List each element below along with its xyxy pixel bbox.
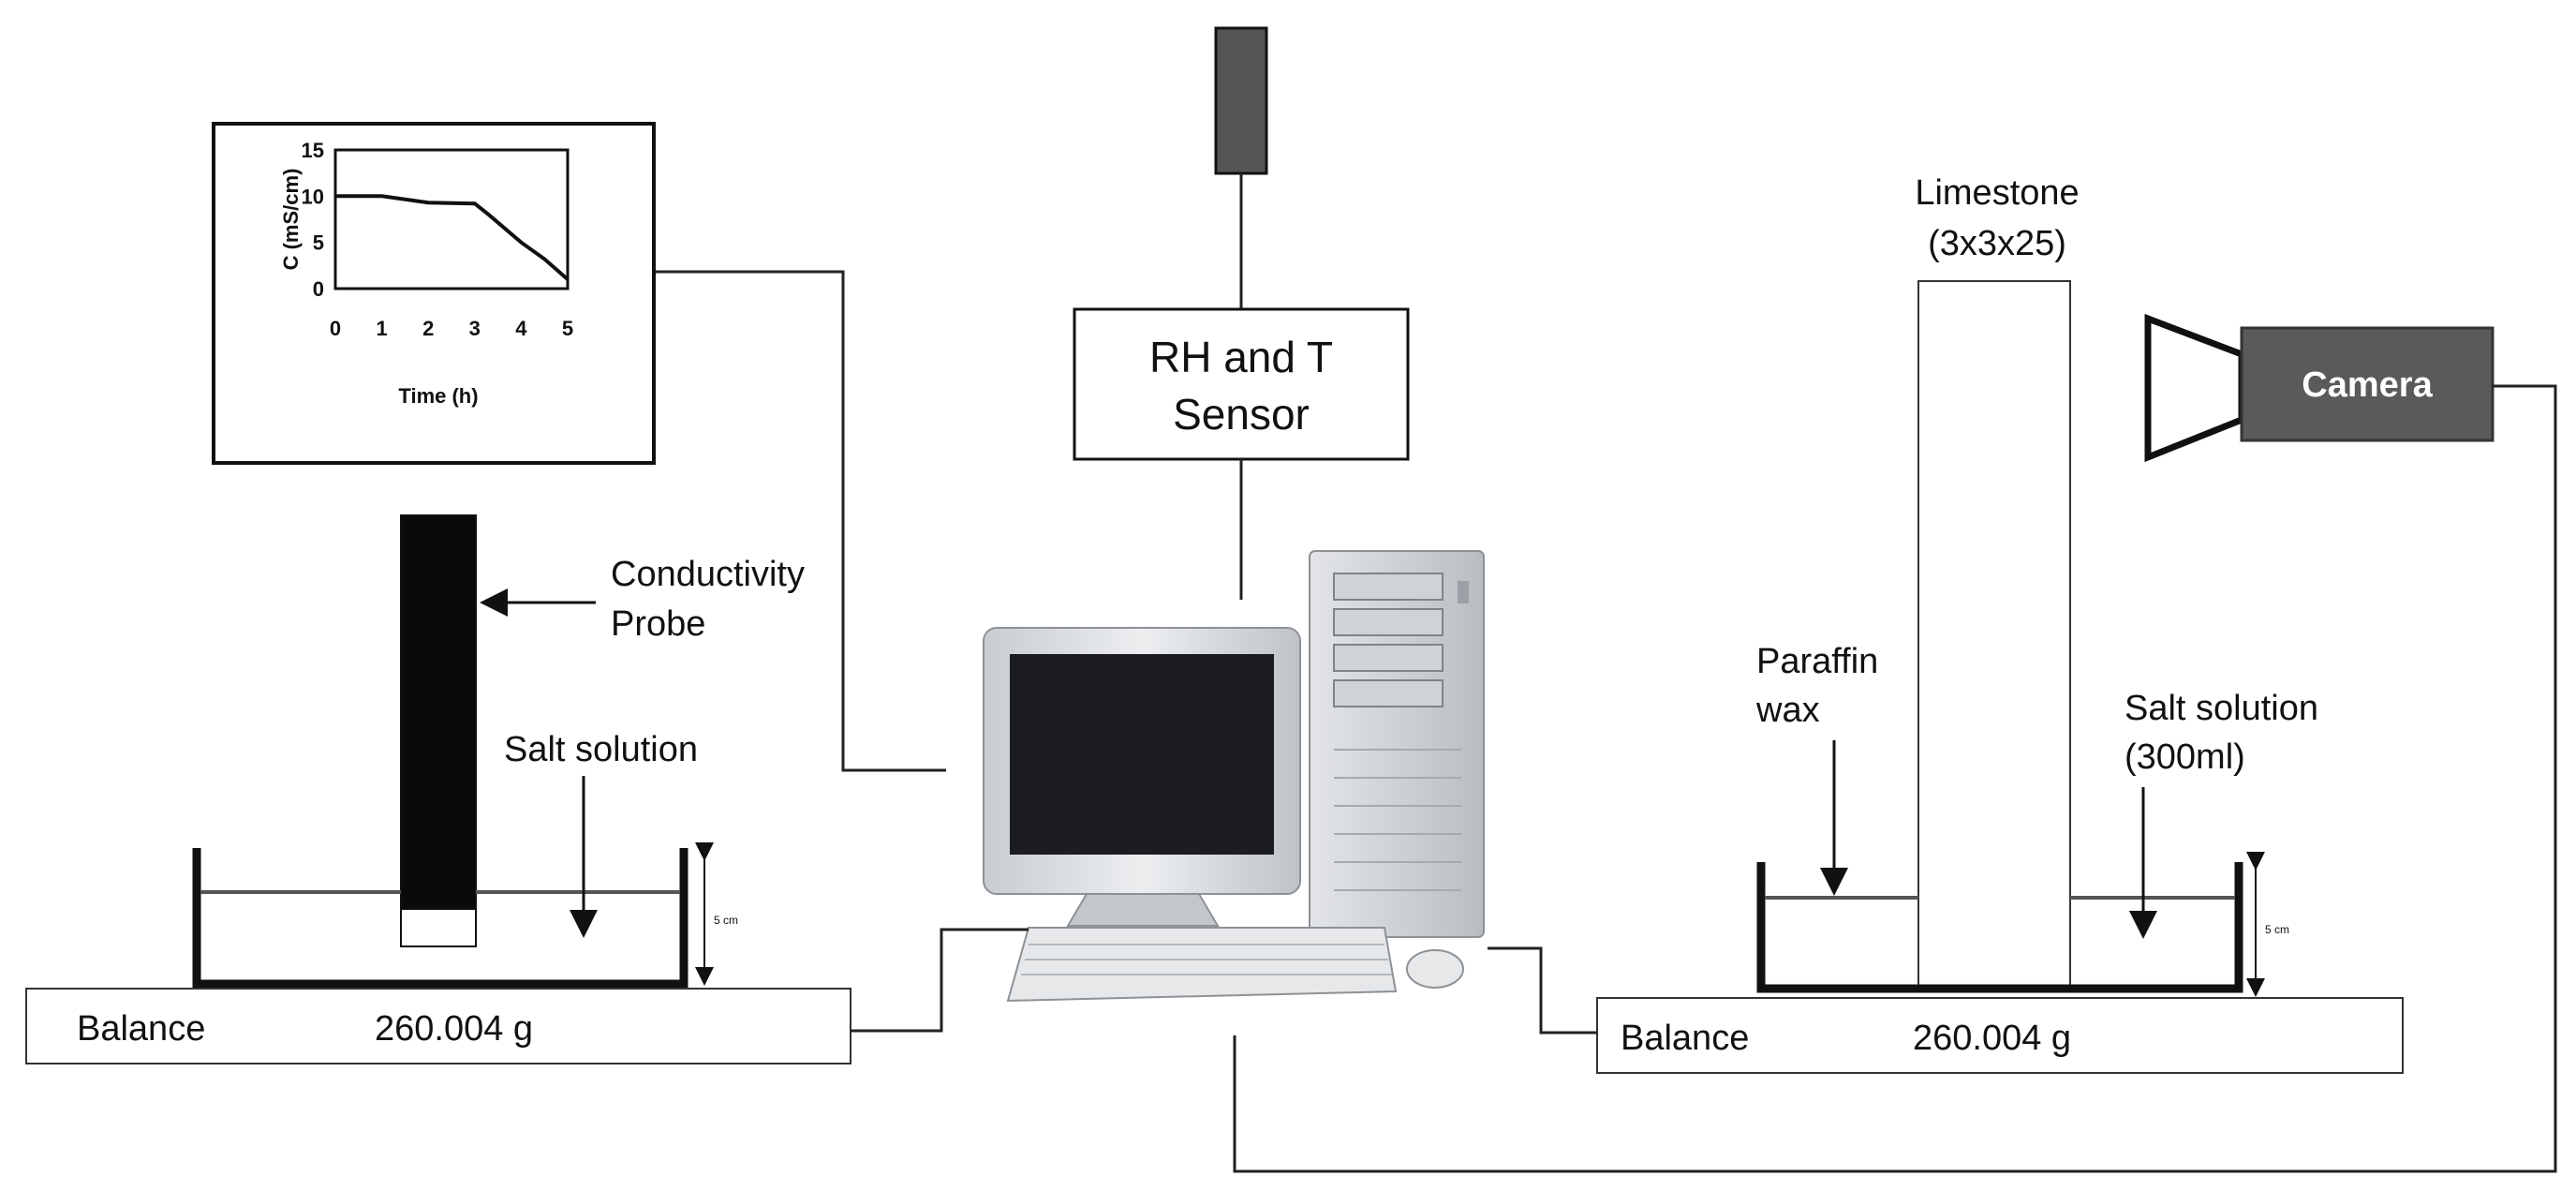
depth-label: 5 cm [714, 914, 738, 927]
left-setup: Conductivity Probe Salt solution 5 cm Ba… [25, 514, 851, 1064]
left-balance-cable [851, 928, 1029, 1033]
camera-lens-hood [2144, 313, 2245, 463]
conductivity-probe [400, 514, 477, 910]
graph-plot-area [333, 148, 570, 290]
graph-y-tick: 5 [313, 231, 324, 255]
drive-bay [1333, 679, 1443, 707]
left-balance [25, 988, 851, 1064]
probe-label-line1: Conductivity [611, 555, 805, 594]
camera-label: Camera [2302, 365, 2433, 405]
conductivity-graph: 15 10 5 0 0 1 2 3 4 5 C (mS/cm) Time (h) [212, 122, 656, 465]
rh-t-sensor: RH and T Sensor [1073, 26, 1410, 600]
graph-x-tick: 4 [515, 317, 527, 340]
graph-y-tick: 0 [313, 277, 324, 301]
sample-label-line2: (3x3x25) [1928, 224, 2066, 263]
keyboard-keys [1021, 944, 1392, 975]
monitor-stand [1066, 893, 1220, 927]
graph-y-tick: 15 [302, 139, 324, 162]
right-balance-cable [1488, 946, 1597, 1035]
conductivity-curve [335, 194, 570, 281]
wax-label-line2: wax [1755, 691, 1820, 730]
camera-body [2240, 326, 2495, 442]
mouse [1406, 949, 1464, 989]
balance-reading: 260.004 g [375, 1009, 533, 1049]
sensor-box [1073, 307, 1410, 461]
graph-y-axis-label: C (mS/cm) [279, 169, 303, 271]
sample-label-line1: Limestone [1915, 173, 2079, 213]
sensor-head [1214, 26, 1268, 175]
right-balance [1596, 997, 2404, 1074]
right-balance-reading: 260.004 g [1913, 1019, 2071, 1058]
graph-y-tick: 10 [302, 185, 324, 208]
graph-x-tick-labels: 0 1 2 3 4 5 [330, 317, 573, 340]
solution-label: Salt solution [504, 730, 698, 769]
keyboard [1006, 927, 1398, 1003]
computer-workstation [983, 550, 1485, 1003]
right-container [1756, 862, 2243, 993]
graph-x-tick: 2 [422, 317, 434, 340]
tower-vents [1334, 749, 1461, 891]
right-setup: Limestone (3x3x25) Paraffin wax Salt sol… [1596, 173, 2404, 1074]
drive-bay [1333, 573, 1443, 601]
drive-bay [1333, 644, 1443, 672]
graph-x-tick: 0 [330, 317, 341, 340]
drive-bay [1333, 608, 1443, 636]
wax-label-line1: Paraffin [1756, 642, 1878, 681]
graph-y-tick-labels: 15 10 5 0 [302, 139, 324, 301]
graph-computer-cable [656, 270, 946, 772]
graph-x-tick: 1 [376, 317, 387, 340]
graph-x-axis-label: Time (h) [398, 384, 478, 408]
graph-x-tick: 5 [562, 317, 573, 340]
right-solution-label-line2: (300ml) [2124, 737, 2245, 777]
probe-tip [400, 908, 477, 947]
right-depth-label: 5 cm [2265, 923, 2289, 936]
power-button-icon [1458, 581, 1469, 603]
graph-x-tick: 3 [469, 317, 481, 340]
probe-label-line2: Probe [611, 604, 705, 644]
sensor-label-line1: RH and T [1149, 333, 1333, 381]
sensor-label-line2: Sensor [1173, 390, 1310, 439]
monitor-screen [1010, 654, 1274, 855]
camera-computer-cable [1233, 384, 2557, 1173]
balance-name: Balance [77, 1009, 205, 1049]
right-balance-name: Balance [1621, 1019, 1749, 1058]
left-container [192, 848, 688, 989]
right-solution-label-line1: Salt solution [2124, 689, 2318, 728]
limestone-sample [1917, 280, 2071, 987]
camera: Camera [2144, 313, 2495, 463]
